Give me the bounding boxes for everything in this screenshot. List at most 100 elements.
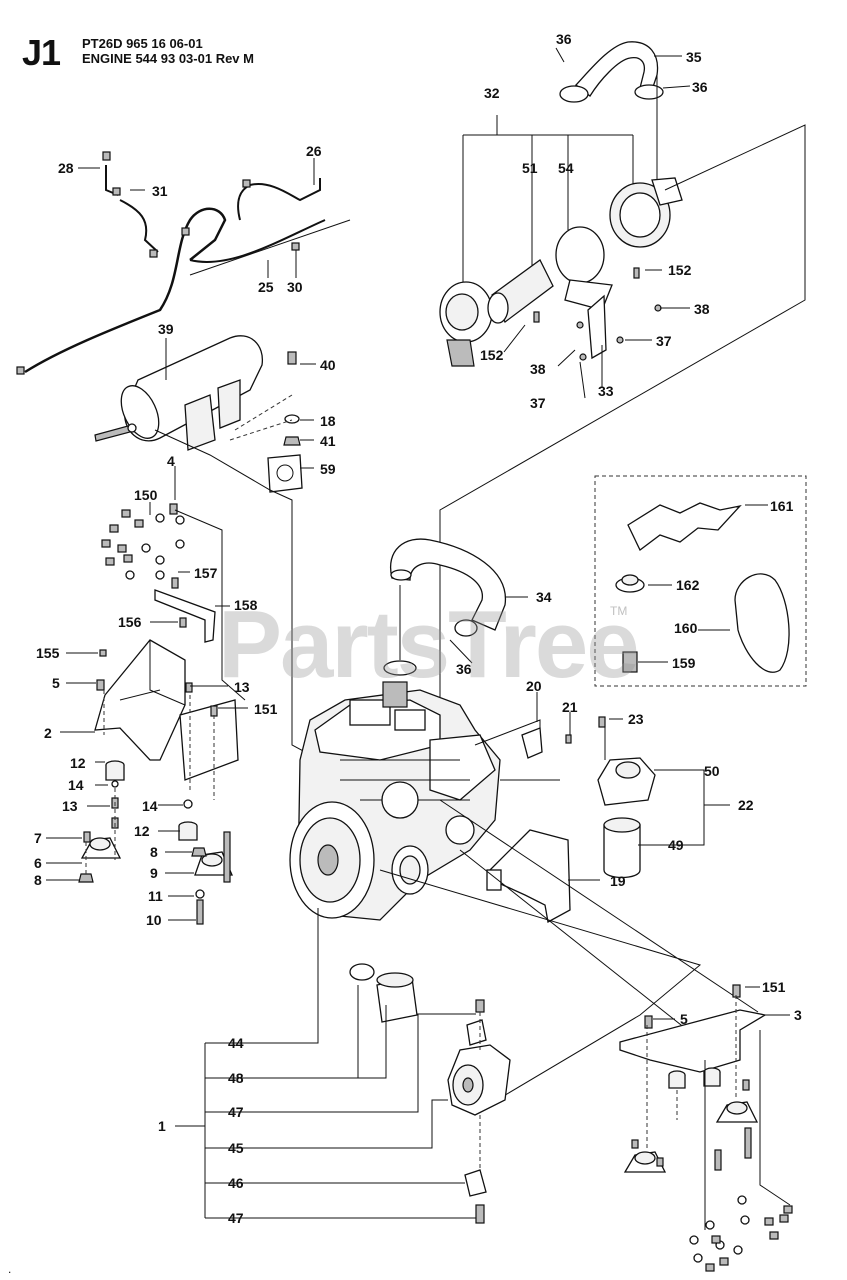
nut-8-center[interactable]	[191, 847, 207, 857]
bolt-cluster-150[interactable]	[101, 509, 185, 580]
engine-mount-6[interactable]	[80, 837, 122, 859]
o-ring-48[interactable]	[349, 963, 375, 981]
rubber-mount-12-center[interactable]	[178, 821, 198, 841]
oil-filter-48[interactable]	[376, 972, 418, 1023]
air-cleaner-cover[interactable]	[609, 177, 683, 248]
callout-30: 30	[287, 279, 303, 295]
air-filter-housing[interactable]	[439, 281, 493, 367]
callout-41: 41	[320, 433, 336, 449]
callout-13-upper: 13	[234, 679, 250, 695]
exhaust-pipe-34[interactable]	[389, 538, 506, 631]
valve-cover-gasket-161[interactable]	[627, 502, 742, 551]
callout-50: 50	[704, 763, 720, 779]
diagram-code: J1	[22, 32, 61, 73]
gasket-59[interactable]	[267, 454, 303, 493]
bolt-13-upper[interactable]	[185, 682, 193, 693]
rubber-mount-right-b[interactable]	[703, 1067, 721, 1087]
callout-5-right: 5	[680, 1011, 688, 1027]
hose-clamp-36-upper[interactable]	[559, 84, 664, 103]
flywheel[interactable]	[289, 801, 375, 919]
callout-48: 48	[228, 1070, 244, 1086]
engine-bracket-plate[interactable]	[179, 699, 239, 781]
hydraulic-pump-45[interactable]	[447, 1044, 511, 1116]
rubber-mount-12-left[interactable]	[105, 760, 125, 781]
bracket-158[interactable]	[154, 589, 216, 643]
engine-bracket-2[interactable]	[94, 639, 186, 761]
hardware-cluster-right[interactable]	[631, 1079, 793, 1272]
callout-19: 19	[610, 873, 626, 889]
bolt-157[interactable]	[171, 577, 179, 589]
nut-38a[interactable]	[576, 321, 584, 329]
fitting-46[interactable]	[464, 1169, 487, 1197]
callout-14-center: 14	[142, 798, 158, 814]
drive-belt-160[interactable]	[734, 573, 790, 673]
callout-156: 156	[118, 614, 142, 630]
relay-159[interactable]	[622, 651, 638, 673]
bracket-33[interactable]	[587, 294, 607, 360]
callout-151-left: 151	[254, 701, 278, 717]
bolt-151-left[interactable]	[210, 705, 218, 717]
callout-40: 40	[320, 357, 336, 373]
stud-right[interactable]	[223, 831, 231, 883]
bolt-152a[interactable]	[633, 267, 640, 279]
bolt-4[interactable]	[169, 503, 178, 515]
air-filter-element-51[interactable]	[487, 259, 554, 324]
callout-6: 6	[34, 855, 42, 871]
engine-mount-right-b[interactable]	[715, 1101, 759, 1123]
bolt-40[interactable]	[287, 351, 297, 365]
fuel-line-assembly[interactable]	[16, 151, 351, 375]
fuel-filter-head-50[interactable]	[597, 757, 656, 806]
bolt-23[interactable]	[598, 716, 606, 728]
engine-mount-9[interactable]	[194, 851, 233, 876]
bolt-156[interactable]	[179, 617, 187, 628]
callout-157: 157	[194, 565, 218, 581]
washer-14-center[interactable]	[183, 799, 193, 809]
washer-11[interactable]	[195, 889, 205, 899]
fuel-filter-49[interactable]	[603, 817, 641, 879]
rubber-mount-right-a[interactable]	[668, 1070, 686, 1089]
bolt-152b[interactable]	[533, 311, 540, 323]
bolt-5-right[interactable]	[644, 1015, 653, 1029]
washer-18[interactable]	[284, 414, 300, 424]
engine-bracket-3[interactable]	[619, 1009, 767, 1073]
muffler-bolt[interactable]	[94, 423, 137, 442]
callout-20: 20	[526, 678, 542, 694]
cap-162[interactable]	[615, 574, 645, 593]
muffler-39[interactable]	[114, 335, 263, 451]
callout-161: 161	[770, 498, 794, 514]
nut-8-left[interactable]	[78, 873, 94, 883]
callout-1: 1	[158, 1118, 166, 1134]
model-number: PT26D 965 16 06-01	[82, 36, 203, 51]
callout-155: 155	[36, 645, 60, 661]
nut-41[interactable]	[283, 436, 301, 446]
air-filter-band-54[interactable]	[555, 226, 613, 311]
callout-12-left: 12	[70, 755, 86, 771]
washer-14-left[interactable]	[111, 780, 119, 788]
nut-155[interactable]	[99, 649, 107, 657]
bolt-47-upper[interactable]	[475, 999, 485, 1013]
callout-150: 150	[134, 487, 158, 503]
callout-5-left: 5	[52, 675, 60, 691]
bolt-21[interactable]	[565, 734, 572, 744]
bolt-5-left[interactable]	[96, 679, 105, 691]
callout-2: 2	[44, 725, 52, 741]
callout-8-center: 8	[150, 844, 158, 860]
pulley[interactable]	[391, 845, 429, 895]
callout-36-upper-a: 36	[556, 31, 572, 47]
heat-shield-19[interactable]	[486, 829, 571, 924]
callout-38-lower: 38	[530, 361, 546, 377]
callout-47-upper: 47	[228, 1104, 244, 1120]
hose-clamp-36-upper-pipe[interactable]	[454, 619, 478, 637]
bolt-47-lower[interactable]	[475, 1204, 485, 1224]
hose-clamp-36-lower[interactable]	[383, 660, 417, 676]
bracket-20[interactable]	[521, 727, 543, 759]
callout-8-left: 8	[34, 872, 42, 888]
callout-4: 4	[167, 453, 175, 469]
screw-37a[interactable]	[616, 336, 624, 344]
engine-mount-right-a[interactable]	[623, 1151, 667, 1173]
callout-35: 35	[686, 49, 702, 65]
bolt-10[interactable]	[196, 899, 204, 925]
screw-37b[interactable]	[579, 353, 587, 361]
fitting-upper[interactable]	[466, 1019, 487, 1046]
bolt-7[interactable]	[83, 831, 91, 843]
